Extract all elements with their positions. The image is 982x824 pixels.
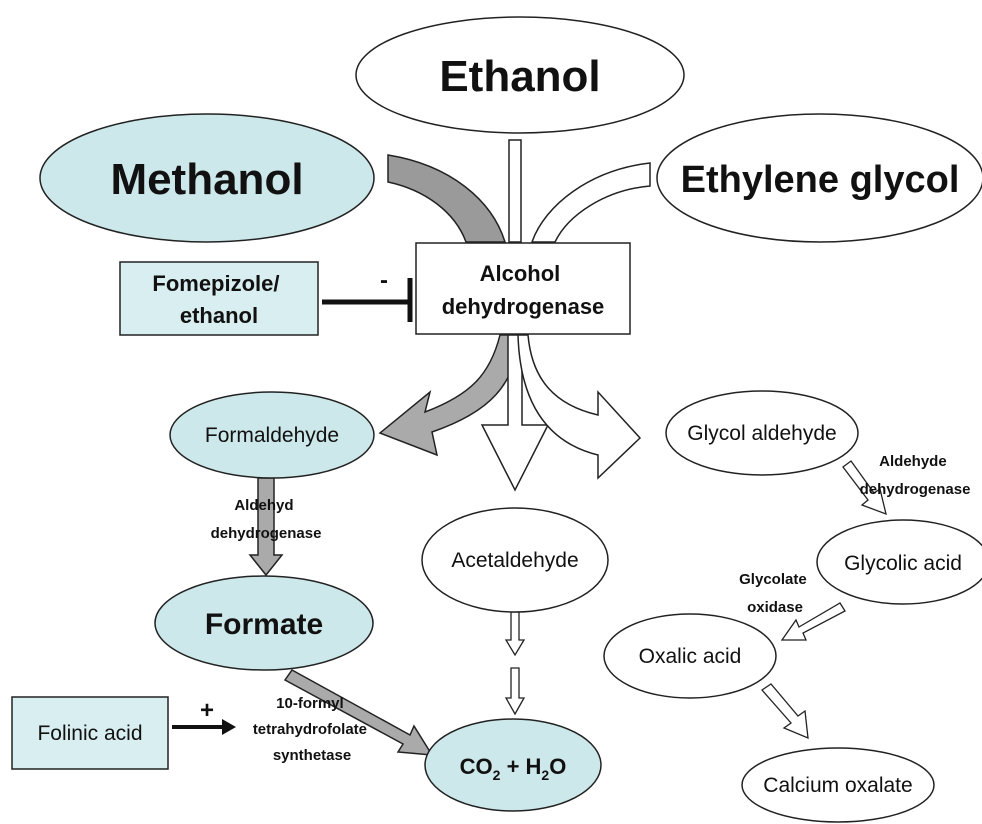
formyl-line-2: tetrahydrofolate (253, 721, 367, 738)
ethylene-glycol-node (656, 113, 982, 243)
glycolic-acid-to-oxalic-acid-arrow (780, 602, 846, 641)
formyl-line-1: 10-formyl (276, 695, 344, 712)
glycolate-oxidase-label: Glycolate oxidase (739, 571, 811, 616)
methanol-node (39, 113, 375, 243)
oxalic-acid-node (603, 613, 777, 699)
ethanol-label: Ethanol (439, 52, 600, 101)
aldehyd-line-2: dehydrogenase (211, 525, 322, 542)
aldehyde-line-2: dehydrogenase (860, 481, 971, 498)
glycolic-acid-node (816, 519, 982, 605)
co2-h2o-node (424, 718, 602, 812)
formyl-line-3: synthetase (273, 747, 351, 764)
aldehyde-dehydrogenase-label: Aldehyde dehydrogenase (860, 453, 971, 498)
glycol-aldehyde-to-glycolic-acid-arrow (842, 460, 887, 516)
fomepizole-line-1: Fomepizole/ (152, 271, 279, 296)
co2-sub: 2 (493, 767, 501, 783)
adh-line-2: dehydrogenase (442, 294, 605, 319)
formate-label: Formate (205, 608, 323, 641)
promote-sign: + (200, 697, 214, 724)
fomepizole-line-2: ethanol (180, 303, 258, 328)
formaldehyde-to-formate-arrow (248, 477, 284, 577)
adh-line-1: Alcohol (480, 261, 561, 286)
oxalic-acid-to-calcium-oxalate-arrow (761, 683, 809, 740)
methanol-to-adh-arrow (387, 154, 507, 243)
folinic-acid-label: Folinic acid (37, 722, 142, 745)
methanol-label: Methanol (110, 155, 303, 204)
alcohol-dehydrogenase-label: Alcohol dehydrogenase (442, 261, 605, 319)
glycol-aldehyde-node (665, 390, 859, 476)
formate-node (154, 575, 374, 671)
acetaldehyde-to-co2-arrow-1 (504, 611, 526, 657)
co2-co: CO (460, 754, 493, 779)
ethylene-glycol-label: Ethylene glycol (681, 159, 960, 201)
fomepizole-box (119, 261, 319, 336)
co2-plus-h: + H (500, 754, 541, 779)
co2-h2o-label: CO2 + H2O (460, 754, 567, 783)
calcium-oxalate-node (741, 747, 935, 823)
formate-to-co2-arrow (283, 669, 434, 756)
ethylene-glycol-to-adh-arrow (530, 162, 651, 243)
h2o-o: O (549, 754, 566, 779)
h2o-sub: 2 (541, 767, 549, 783)
folinic-acid-box (11, 696, 169, 770)
acetaldehyde-to-co2-arrow-2 (504, 667, 526, 716)
alcohol-dehydrogenase-box (415, 242, 631, 335)
formaldehyde-node (169, 391, 375, 479)
aldehyd-dehydrogenase-label: Aldehyd dehydrogenase (211, 497, 322, 542)
oxalic-acid-label: Oxalic acid (639, 645, 742, 668)
fomepizole-label: Fomepizole/ ethanol (152, 271, 285, 328)
inhibit-sign: - (380, 267, 388, 294)
calcium-oxalate-label: Calcium oxalate (763, 774, 912, 797)
glycol-aldehyde-label: Glycol aldehyde (687, 422, 836, 445)
ethanol-node (355, 16, 685, 134)
acetaldehyde-node (421, 507, 609, 613)
glycolate-line-2: oxidase (747, 599, 803, 616)
ethanol-to-adh-arrow (508, 139, 522, 243)
formyl-synthetase-label: 10-formyl tetrahydrofolate synthetase (253, 695, 371, 764)
glycolic-acid-label: Glycolic acid (844, 552, 962, 575)
glycolate-line-1: Glycolate (739, 571, 807, 588)
aldehyd-line-1: Aldehyd (234, 497, 293, 514)
adh-to-glycol-aldehyde-arrow (517, 334, 642, 480)
formaldehyde-label: Formaldehyde (205, 424, 339, 447)
aldehyde-line-1: Aldehyde (879, 453, 947, 470)
promote-arrowhead (222, 719, 236, 735)
acetaldehyde-label: Acetaldehyde (451, 549, 578, 572)
